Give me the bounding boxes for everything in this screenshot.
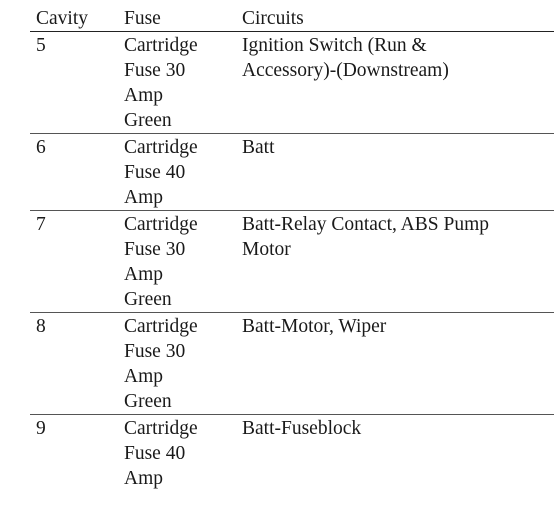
fuse-line: Green bbox=[124, 289, 172, 310]
cavity-cell: 5 bbox=[30, 31, 124, 134]
fuse-line: Amp bbox=[124, 187, 163, 208]
circuits-cell: Batt-Motor, Wiper bbox=[242, 312, 554, 415]
fuse-line: Cartridge bbox=[124, 214, 198, 235]
fuse-line: Amp bbox=[124, 85, 163, 106]
fuse-line: Amp bbox=[124, 366, 163, 387]
fuse-line: Fuse 30 bbox=[124, 60, 186, 81]
fuse-line: Cartridge bbox=[124, 316, 198, 337]
circuit-line: Batt-Relay Contact, ABS Pump bbox=[242, 214, 489, 235]
fuse-line: Fuse 40 bbox=[124, 443, 186, 464]
fuse-line: Green bbox=[124, 391, 172, 412]
circuits-cell: Batt bbox=[242, 133, 554, 211]
header-cavity: Cavity bbox=[30, 6, 124, 32]
cavity-cell: 6 bbox=[30, 133, 124, 211]
circuit-line: Batt-Motor, Wiper bbox=[242, 316, 387, 337]
fuse-line: Fuse 30 bbox=[124, 239, 186, 260]
header-circuits: Circuits bbox=[242, 6, 554, 32]
circuit-line: Motor bbox=[242, 239, 291, 260]
header-row: Cavity Fuse Circuits bbox=[30, 6, 554, 32]
cavity-cell: 7 bbox=[30, 210, 124, 313]
fuse-line: Cartridge bbox=[124, 137, 198, 158]
circuit-line: Accessory)-(Downstream) bbox=[242, 60, 449, 81]
fuse-line: Fuse 40 bbox=[124, 162, 186, 183]
circuit-line: Batt-Fuseblock bbox=[242, 418, 362, 439]
fuse-line: Amp bbox=[124, 468, 163, 489]
cavity-cell: 8 bbox=[30, 312, 124, 415]
fuse-line: Amp bbox=[124, 264, 163, 285]
header-fuse: Fuse bbox=[124, 6, 242, 32]
table-header: Cavity Fuse Circuits bbox=[30, 6, 554, 32]
circuits-cell: Ignition Switch (Run & Accessory)-(Downst… bbox=[242, 31, 554, 134]
fuse-line: Cartridge bbox=[124, 35, 198, 56]
fuse-line: Cartridge bbox=[124, 418, 198, 439]
cavity-cell: 9 bbox=[36, 418, 46, 439]
circuits-cell: Batt-Fuseblock bbox=[242, 415, 554, 492]
circuit-line: Ignition Switch (Run & bbox=[242, 35, 427, 56]
circuit-line: Batt bbox=[242, 137, 275, 158]
fuse-line: Green bbox=[124, 110, 172, 131]
fuse-line: Fuse 30 bbox=[124, 341, 186, 362]
